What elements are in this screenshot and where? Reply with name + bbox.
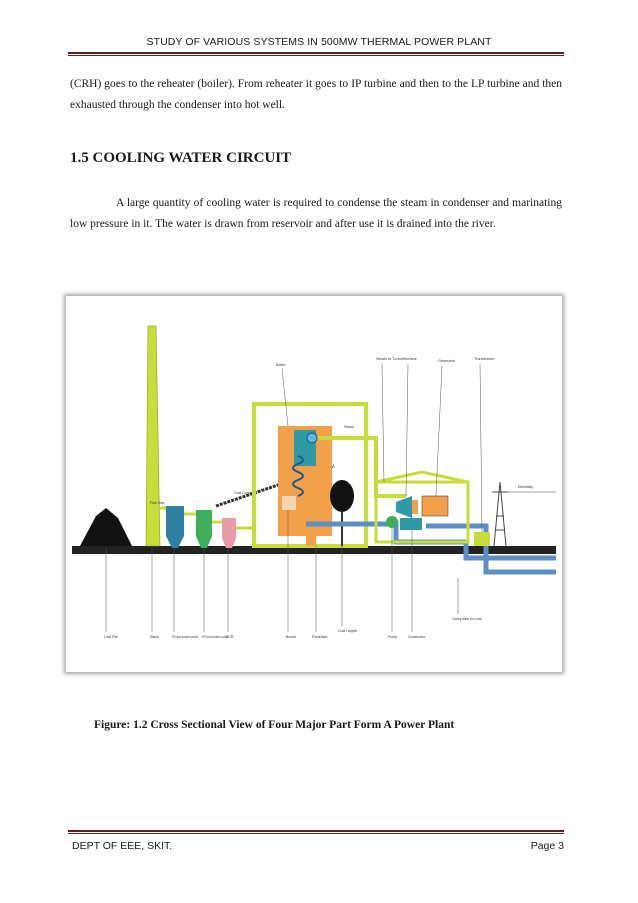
turbine-hall-roof [375, 470, 469, 484]
footer-rule [68, 830, 564, 834]
paragraph-cooling-water-text: A large quantity of cooling water is req… [70, 197, 562, 230]
boiler-label: Boiler [276, 363, 286, 367]
turbine-label: Turbine [404, 357, 417, 361]
section-heading: 1.5 COOLING WATER CIRCUIT [70, 150, 292, 166]
steam-pipe [318, 436, 406, 498]
condenser-shape [400, 518, 422, 530]
header-rule [68, 52, 564, 56]
paragraph-cooling-water: A large quantity of cooling water is req… [70, 193, 562, 235]
fgd-label-text: FGD Gypsum (recyclable by-product) [172, 635, 198, 639]
paragraph-crh: (CRH) goes to the reheater (boiler). Fro… [70, 74, 562, 116]
pump-label: Pump [388, 635, 397, 639]
scr-hopper [222, 538, 236, 548]
coal-conveyor-label: Coal Conveyor [234, 491, 258, 495]
boiler-coils [292, 455, 304, 497]
coal-hopper-shape [330, 480, 354, 512]
generator-label: Generator [438, 359, 456, 363]
turbine-shape [396, 496, 412, 518]
transformer-shape [474, 532, 490, 546]
page-header: STUDY OF VARIOUS SYSTEMS IN 500MW THERMA… [146, 36, 492, 48]
footer-department: DEPT OF EEE, SKIT. [72, 840, 173, 852]
scr-unit [222, 518, 236, 538]
pump-shape [386, 516, 398, 528]
burner-shape [282, 496, 296, 510]
fgd-label: FGD Gypsum (recyclable by-product) [172, 635, 198, 639]
esp-hopper [196, 536, 212, 548]
coal-pile-label: Coal Pile [104, 635, 118, 639]
stack-label: Stack [150, 635, 159, 639]
steam-label: Steam [344, 425, 354, 429]
coal-pile-shape [80, 508, 132, 546]
figure-caption: Figure: 1.2 Cross Sectional View of Four… [94, 719, 455, 731]
paragraph-crh-text: (CRH) goes to the reheater (boiler). Fro… [70, 78, 562, 111]
turbine-coupling [412, 500, 418, 514]
power-plant-diagram: Flue Gas Coal Conveyor Steam [66, 296, 562, 672]
scr-label: SCR [226, 635, 234, 639]
flue-duct [160, 506, 254, 530]
fgd-hopper [166, 536, 184, 548]
boiler-base [306, 526, 316, 546]
condenser-label: Condenser [408, 635, 426, 639]
stack-shape [145, 325, 161, 547]
electricity-label: Electricity [518, 485, 533, 489]
flue-gas-label: Flue Gas [150, 501, 164, 505]
pylon-shape [492, 481, 508, 547]
steam-to-turbine-label: Steam to Turbine [376, 357, 405, 361]
coal-hopper-label: Coal Hopper [338, 629, 358, 633]
transformer-label: Transformer [474, 357, 495, 361]
fgd-unit [166, 506, 184, 536]
generator-shape [421, 495, 449, 517]
ground-band [72, 546, 556, 554]
cooling-water-label-text: Cooling Water from Lake [452, 617, 482, 621]
footer-page-number: Page 3 [530, 840, 564, 852]
esp-label-text: ESP Fly Ash (recyclable by-product) [202, 635, 228, 639]
esp-unit [196, 510, 212, 536]
coal-conveyor-shape [215, 464, 335, 508]
esp-label: ESP Fly Ash (recyclable by-product) [202, 635, 228, 639]
cooling-water-label: Cooling Water from Lake [452, 617, 482, 621]
water-pipe-2 [426, 523, 556, 575]
pulverizer-label: Pulverizer [312, 635, 328, 639]
steam-drum [306, 432, 318, 444]
burner-label: Burner [286, 635, 297, 639]
power-plant-figure: Flue Gas Coal Conveyor Steam [66, 296, 562, 672]
turbine-hall [374, 480, 470, 544]
